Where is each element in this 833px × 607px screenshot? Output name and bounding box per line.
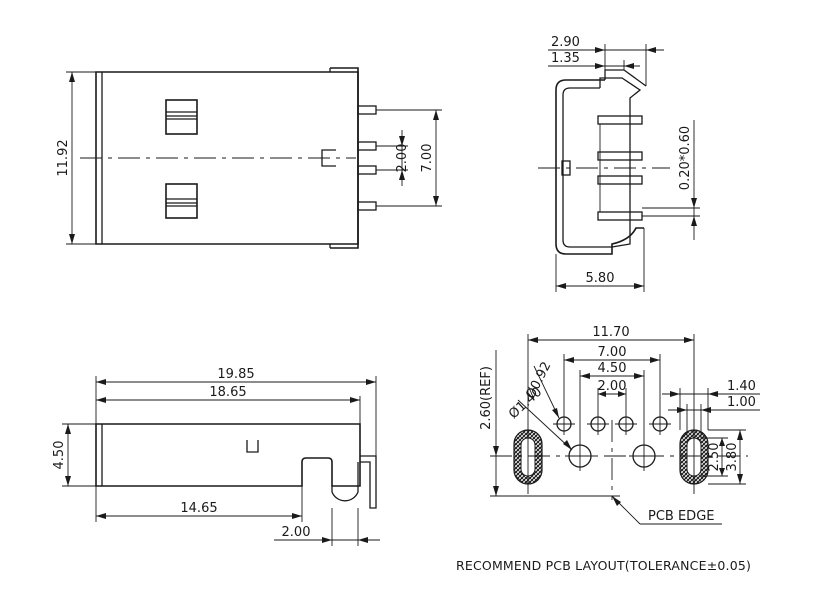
dim-pin-span: 7.00 bbox=[420, 144, 435, 173]
dim-length-to-pin: 14.65 bbox=[180, 501, 217, 516]
dim-edge-offset: 2.60(REF) bbox=[479, 366, 494, 430]
dim-slot-height-outer: 3.80 bbox=[725, 443, 740, 472]
dim-length-total: 19.85 bbox=[217, 367, 254, 382]
dim-front-height: 11.92 bbox=[56, 139, 71, 176]
dim-pin-offset: 2.00 bbox=[282, 525, 311, 540]
dim-thickness: 4.50 bbox=[52, 441, 67, 470]
dim-length-body: 18.65 bbox=[209, 385, 246, 400]
front-view bbox=[66, 67, 442, 249]
dim-pin-thickness: 0.20*0.60 bbox=[678, 126, 693, 190]
pcb-layout bbox=[490, 334, 760, 525]
dim-side-width-total: 2.90 bbox=[551, 35, 580, 50]
dim-side-depth: 5.80 bbox=[586, 271, 615, 286]
dim-slot-width-inner: 1.00 bbox=[727, 395, 756, 410]
bottom-view bbox=[62, 376, 380, 546]
dim-slot-height-inner: 2.50 bbox=[707, 443, 722, 472]
layout-note: RECOMMEND PCB LAYOUT(TOLERANCE±0.05) bbox=[456, 558, 751, 573]
dim-pcb-big-hole-span: 7.00 bbox=[598, 345, 627, 360]
dim-pin-gap: 2.00 bbox=[395, 144, 410, 173]
dim-side-width-inner: 1.35 bbox=[551, 51, 580, 66]
dim-pcb-pin-span-inner: 2.00 bbox=[598, 379, 627, 394]
side-view bbox=[538, 44, 700, 292]
dim-pcb-pin-span-outer: 4.50 bbox=[598, 361, 627, 376]
dim-slot-width-outer: 1.40 bbox=[727, 379, 756, 394]
pcb-edge-label: PCB EDGE bbox=[648, 509, 714, 524]
dim-pcb-outer-span: 11.70 bbox=[592, 325, 629, 340]
